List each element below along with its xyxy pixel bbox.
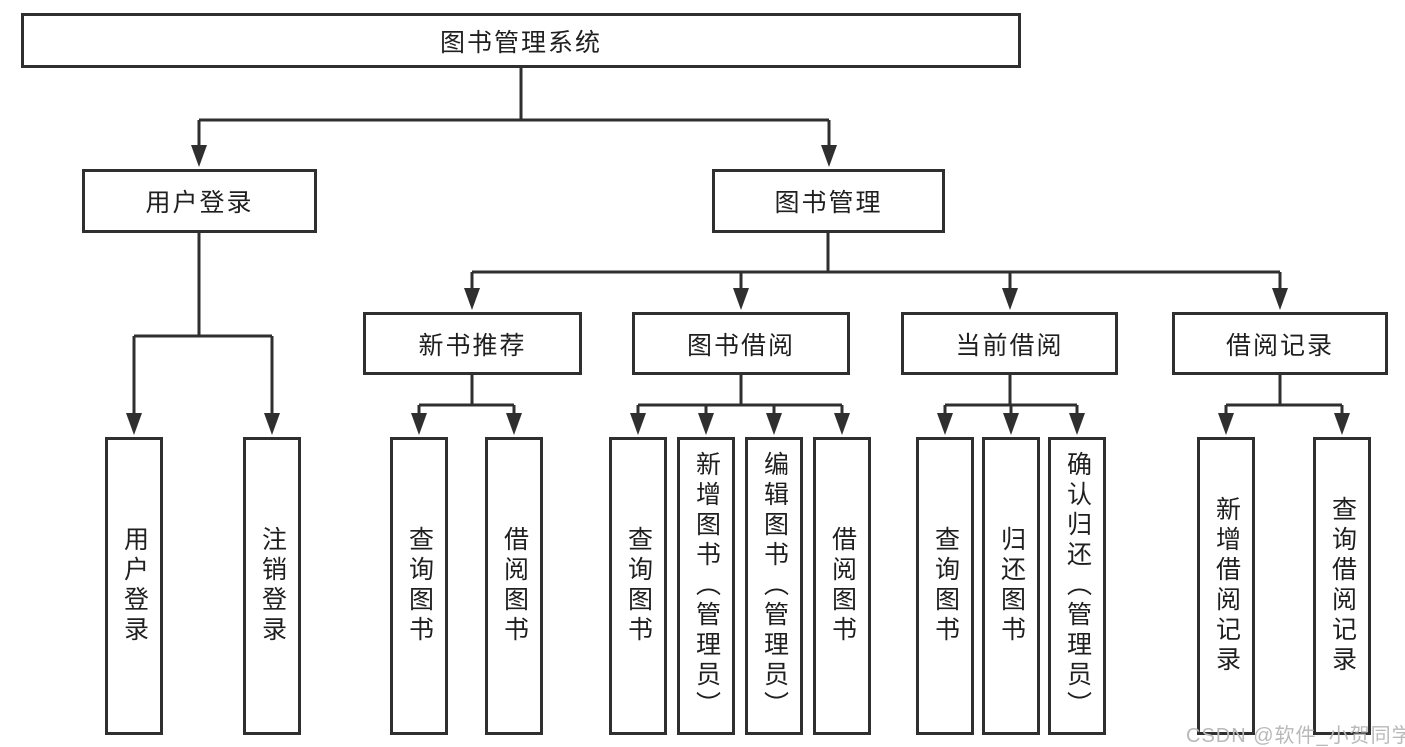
leaf-borrow-query-book: 查询图书 [609,437,667,735]
node-borrow-record: 借阅记录 [1172,312,1388,375]
node-user-login: 用户登录 [82,169,317,233]
leaf-recommend-query-book: 查询图书 [390,437,448,735]
leaf-current-query-book: 查询图书 [916,437,974,735]
arrowheads [126,145,1350,435]
leaf-user-login: 用户登录 [105,437,163,735]
node-root-system: 图书管理系统 [21,13,1021,68]
leaf-record-query-borrow-record: 查询借阅记录 [1313,437,1371,735]
leaf-current-confirm-return: 确认归还（管理员） [1048,437,1106,735]
leaf-borrow-edit-book: 编辑图书（管理员） [745,437,803,735]
csdn-watermark: CSDN @软件_小贺同学 [1186,725,1405,747]
leaf-recommend-borrow-book: 借阅图书 [485,437,543,735]
leaf-current-return-book: 归还图书 [982,437,1040,735]
node-new-book-recommend: 新书推荐 [363,312,582,375]
node-current-borrow: 当前借阅 [901,312,1118,375]
node-book-borrow: 图书借阅 [632,312,850,375]
leaf-record-add-borrow-record: 新增借阅记录 [1197,437,1255,735]
node-book-management: 图书管理 [712,169,945,233]
leaf-borrow-add-book: 新增图书（管理员） [677,437,735,735]
connector-segments [132,68,1344,418]
leaf-logout: 注销登录 [243,437,301,735]
leaf-borrow-borrow-book: 借阅图书 [813,437,871,735]
